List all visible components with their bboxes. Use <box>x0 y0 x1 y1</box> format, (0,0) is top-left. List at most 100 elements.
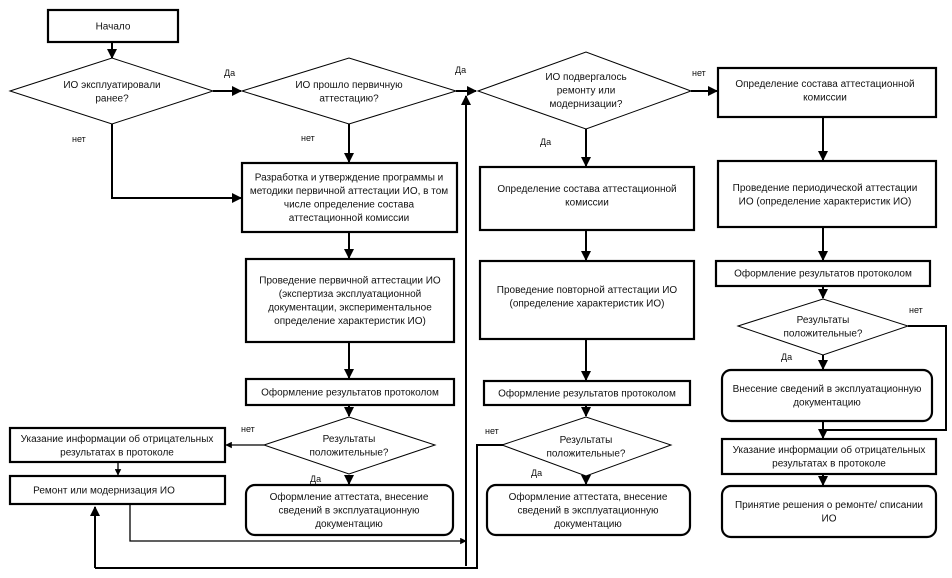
edge-repair-to-return <box>129 503 467 545</box>
label-line: положительные? <box>309 447 388 458</box>
negative-info-3-label: Указание информации об отрицательных резу… <box>733 444 926 470</box>
label-line: ранее? <box>95 93 129 104</box>
label-line: Начало <box>96 22 131 33</box>
exploited-decision-label: ИО эксплуатировали ранее? <box>63 80 160 105</box>
label-line: Оформление аттестата, внесение <box>270 491 429 503</box>
results-2-decision-label: Результаты положительные? <box>546 435 625 460</box>
label-line: определение характеристик ИО) <box>274 316 426 327</box>
label-line: Указание информации об отрицательных <box>21 433 214 445</box>
doc-entry-3-box <box>720 368 934 423</box>
start-box <box>46 8 180 44</box>
certificate-1-box <box>244 483 455 537</box>
decision-box <box>720 484 938 539</box>
results-3-decision <box>736 298 910 356</box>
repair-decision <box>476 51 693 130</box>
repeat-attestation-box <box>478 259 696 341</box>
negative-info-3-box <box>720 437 938 476</box>
label-line: аттестационной комиссии <box>289 213 410 224</box>
develop-program-label: Разработка и утверждение программы и мето… <box>250 171 448 224</box>
label-line: документацию <box>793 397 861 408</box>
label-line: результатах в протоколе <box>772 458 886 469</box>
primary-no-label: нет <box>301 133 315 143</box>
label-line: Разработка и утверждение программы и <box>255 171 444 183</box>
label-line: числе определение состава <box>284 199 415 210</box>
results-2-yes-label: Да <box>531 468 542 478</box>
label-line: сведений в эксплуатационную <box>278 506 420 517</box>
results-1-no-label: нет <box>241 424 255 434</box>
primary-decision <box>240 57 458 125</box>
results-3-no-label: нет <box>909 305 923 315</box>
label-line: аттестацию? <box>319 93 379 104</box>
label-line: Определение состава аттестационной <box>735 79 914 90</box>
label-line: Указание информации об отрицательных <box>733 444 926 456</box>
label-line: ИО (определение характеристик ИО) <box>739 196 912 207</box>
label-line: документации, экспериментальное <box>268 302 432 313</box>
label-line: Проведение первичной аттестации ИО <box>259 275 441 286</box>
label-line: ИО <box>822 513 837 524</box>
label-line: положительные? <box>783 328 862 339</box>
label-line: методики первичной аттестации ИО, в том <box>250 186 448 197</box>
negative-info-1-box <box>8 426 227 464</box>
protocol-1-box <box>244 377 456 407</box>
primary-yes-label: Да <box>455 65 466 75</box>
label-line: Оформление аттестата, внесение <box>509 491 668 503</box>
commission-3-box <box>716 66 938 119</box>
results-1-decision-label: Результаты положительные? <box>309 434 388 459</box>
label-line: Проведение повторной аттестации ИО <box>497 285 678 296</box>
commission-2-box <box>478 165 696 232</box>
primary-attestation-label: Проведение первичной аттестации ИО(экспе… <box>259 275 441 327</box>
label-line: Ремонт или модернизация ИО <box>33 486 175 497</box>
commission-3-label: Определение состава аттестационной комисс… <box>735 79 914 104</box>
label-line: ИО эксплуатировали <box>63 80 160 91</box>
label-line: Результаты <box>323 434 376 445</box>
results-3-yes-label: Да <box>781 352 792 362</box>
label-line: документацию <box>554 519 622 530</box>
label-line: модернизации? <box>550 99 623 110</box>
label-line: положительные? <box>546 448 625 459</box>
start-label: Начало <box>96 22 131 33</box>
edge-labels: Да нет Да нет Да нет нет Да нет Да нет Д… <box>72 65 923 484</box>
certificate-1-label: Оформление аттестата, внесение сведений в… <box>270 491 429 530</box>
results-1-yes-label: Да <box>310 474 321 484</box>
nodes: Начало ИО эксплуатировали ранее? ИО прошл… <box>8 8 938 539</box>
develop-program-box <box>240 161 459 234</box>
protocol-2-box <box>482 379 692 407</box>
protocol-3-box <box>714 259 932 288</box>
repair-yes-label: Да <box>540 137 551 147</box>
label-line: комиссии <box>565 197 609 208</box>
label-line: комиссии <box>803 92 847 103</box>
exploited-yes-label: Да <box>224 68 235 78</box>
label-line: ИО подвергалось <box>545 72 626 83</box>
negative-info-1-label: Указание информации об отрицательных резу… <box>21 433 214 459</box>
protocol-3-label: Оформление результатов протоколом <box>734 268 912 280</box>
results-2-no-label: нет <box>485 426 499 436</box>
label-line: Определение состава аттестационной <box>497 184 676 195</box>
results-1-decision <box>262 416 437 475</box>
edge-results3-no <box>823 325 947 431</box>
label-line: Оформление результатов протоколом <box>498 388 676 400</box>
label-line: ИО прошло первичную <box>295 80 403 91</box>
repair-no-label: нет <box>692 68 706 78</box>
label-line: Результаты <box>560 435 613 446</box>
certificate-2-box <box>485 483 692 537</box>
edge-results2-no <box>95 444 504 569</box>
repeat-attestation-label: Проведение повторной аттестации ИО(опред… <box>497 285 678 310</box>
commission-2-label: Определение состава аттестационной комисс… <box>497 184 676 209</box>
repair-box <box>8 474 227 506</box>
primary-attestation-box <box>244 257 456 344</box>
connectors <box>90 42 947 569</box>
label-line: документацию <box>315 519 383 530</box>
exploited-decision <box>8 57 215 125</box>
periodic-attestation-box <box>716 159 938 229</box>
results-2-decision <box>500 416 673 477</box>
label-line: результатах в протоколе <box>60 447 174 458</box>
edge-exploited-no <box>111 123 242 203</box>
label-line: Результаты <box>797 315 850 326</box>
repair-label: Ремонт или модернизация ИО <box>33 486 175 497</box>
results-3-decision-label: Результаты положительные? <box>783 315 862 340</box>
protocol-1-label: Оформление результатов протоколом <box>261 387 439 399</box>
